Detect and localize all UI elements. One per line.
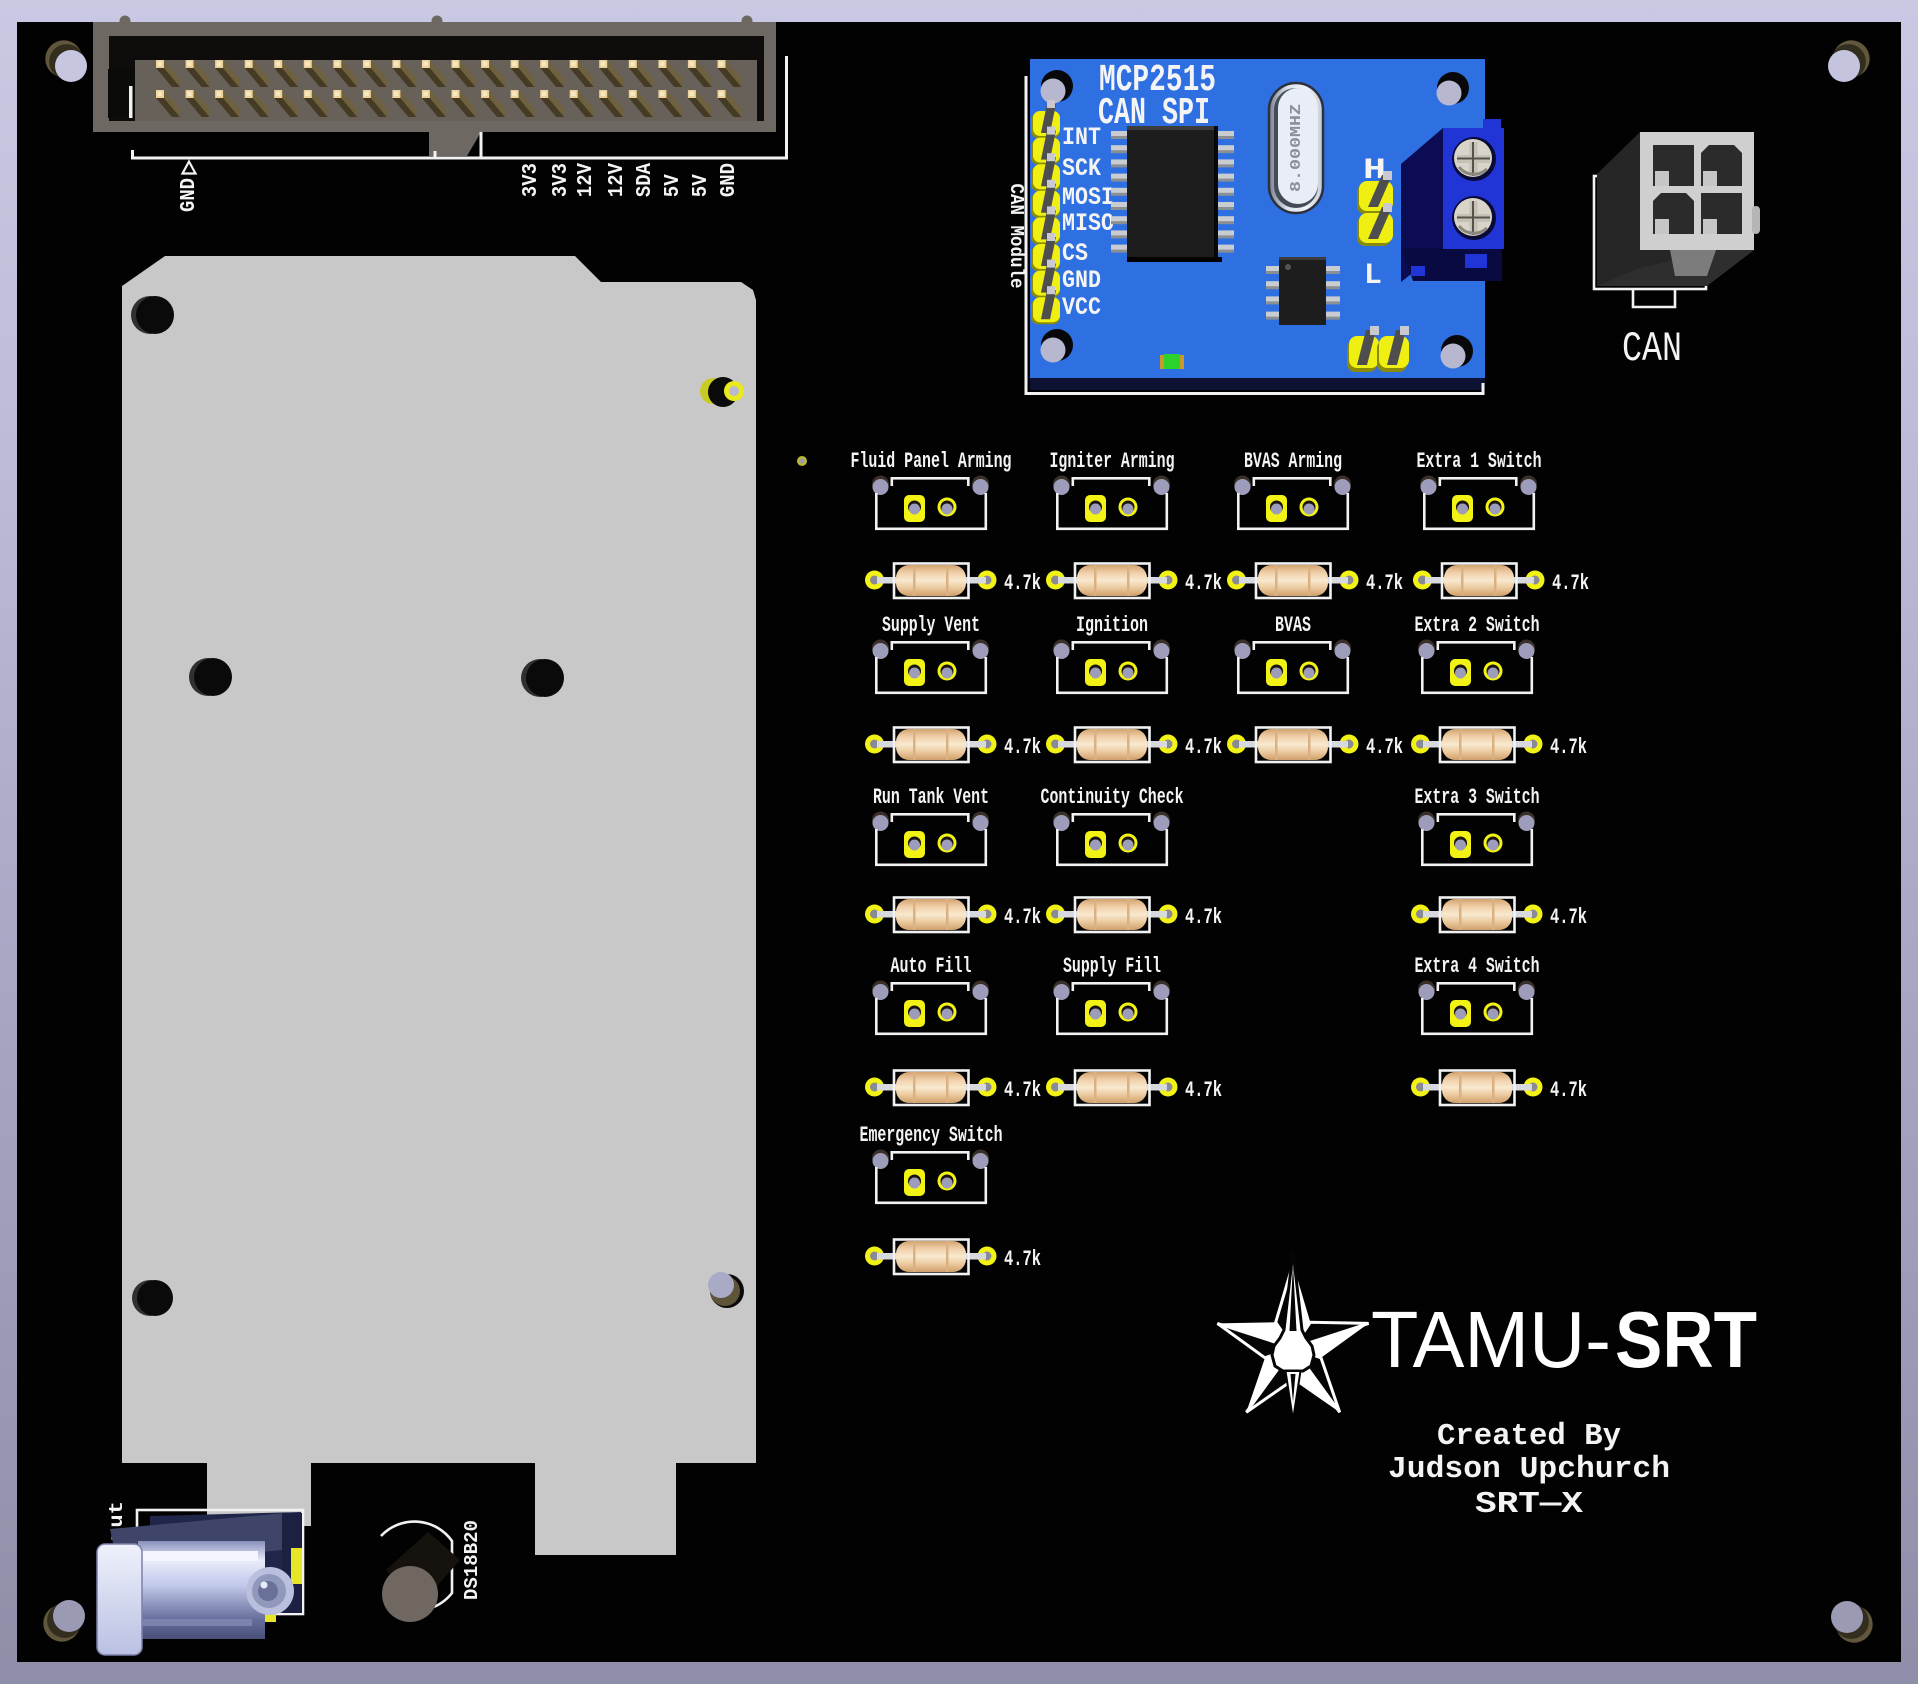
- svg-text:4.7k: 4.7k: [1366, 735, 1403, 760]
- svg-text:Extra 3 Switch: Extra 3 Switch: [1415, 785, 1540, 810]
- svg-text:4.7k: 4.7k: [1185, 1078, 1222, 1103]
- svg-text:Judson Upchurch: Judson Upchurch: [1388, 1452, 1670, 1487]
- svg-text:Created By: Created By: [1437, 1419, 1621, 1454]
- svg-text:GND: GND: [718, 163, 741, 197]
- svg-text:12V: 12V: [606, 163, 629, 197]
- svg-text:BVAS: BVAS: [1275, 613, 1311, 638]
- svg-text:SRT: SRT: [1615, 1295, 1757, 1384]
- svg-text:Emergency Switch: Emergency Switch: [860, 1123, 1003, 1148]
- svg-text:4.7k: 4.7k: [1004, 571, 1041, 596]
- svg-text:3V3: 3V3: [550, 163, 573, 197]
- svg-text:4.7k: 4.7k: [1185, 735, 1222, 760]
- svg-text:Supply Vent: Supply Vent: [882, 613, 980, 638]
- svg-text:Extra 4 Switch: Extra 4 Switch: [1415, 954, 1540, 979]
- svg-text:4.7k: 4.7k: [1004, 735, 1041, 760]
- svg-text:4.7k: 4.7k: [1552, 571, 1589, 596]
- svg-text:4.7k: 4.7k: [1185, 571, 1222, 596]
- svg-text:SDA: SDA: [634, 163, 657, 197]
- svg-text:DS18B20: DS18B20: [461, 1520, 483, 1600]
- svg-text:CAN Module: CAN Module: [1005, 184, 1027, 289]
- svg-text:Extra 1 Switch: Extra 1 Switch: [1417, 449, 1542, 474]
- svg-text:SRT—X: SRT—X: [1475, 1487, 1583, 1522]
- svg-text:SCK: SCK: [1062, 154, 1101, 183]
- svg-text:Igniter Arming: Igniter Arming: [1050, 449, 1175, 474]
- svg-text:Auto Fill: Auto Fill: [891, 954, 972, 979]
- svg-text:CAN: CAN: [1622, 325, 1682, 373]
- svg-text:VCC: VCC: [1062, 293, 1101, 322]
- svg-text:3V3: 3V3: [520, 163, 543, 197]
- svg-text:BVAS Arming: BVAS Arming: [1244, 449, 1342, 474]
- svg-text:Extra 2 Switch: Extra 2 Switch: [1415, 613, 1540, 638]
- svg-text:4.7k: 4.7k: [1004, 1247, 1041, 1272]
- svg-text:4.7k: 4.7k: [1550, 1078, 1587, 1103]
- svg-text:4.7k: 4.7k: [1550, 905, 1587, 930]
- svg-text:MOSI: MOSI: [1062, 183, 1114, 212]
- svg-text:INT: INT: [1062, 123, 1101, 152]
- svg-text:Supply Fill: Supply Fill: [1063, 954, 1161, 979]
- svg-text:Continuity Check: Continuity Check: [1041, 785, 1184, 810]
- svg-text:MCP2515: MCP2515: [1099, 59, 1216, 102]
- svg-text:8.000MHZ: 8.000MHZ: [1288, 104, 1305, 192]
- svg-text:5V: 5V: [662, 174, 685, 197]
- svg-text:TAMU-: TAMU-: [1371, 1295, 1611, 1384]
- svg-text:Fluid Panel Arming: Fluid Panel Arming: [851, 449, 1012, 474]
- svg-text:CS: CS: [1062, 239, 1088, 268]
- svg-text:L: L: [1364, 259, 1382, 293]
- svg-text:12V: 12V: [575, 163, 598, 197]
- svg-text:5V: 5V: [690, 174, 713, 197]
- svg-text:4.7k: 4.7k: [1185, 905, 1222, 930]
- svg-text:4.7k: 4.7k: [1550, 735, 1587, 760]
- svg-text:4.7k: 4.7k: [1004, 1078, 1041, 1103]
- svg-text:Run Tank Vent: Run Tank Vent: [873, 785, 989, 810]
- svg-text:GND: GND: [1062, 266, 1101, 295]
- svg-text:4.7k: 4.7k: [1366, 571, 1403, 596]
- svg-text:MISO: MISO: [1062, 209, 1114, 238]
- svg-text:GND: GND: [178, 178, 201, 212]
- svg-text:4.7k: 4.7k: [1004, 905, 1041, 930]
- svg-text:Ignition: Ignition: [1076, 613, 1148, 638]
